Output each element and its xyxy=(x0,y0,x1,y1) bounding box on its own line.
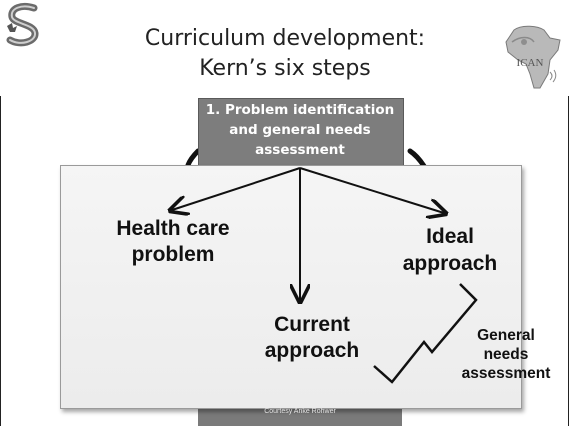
image-credit: Courtesy Anke Rohwer xyxy=(264,408,336,415)
general-line-3: assessment xyxy=(461,365,551,382)
ideal-line-2: approach xyxy=(402,252,498,275)
node-current-approach: Current approach xyxy=(252,312,372,364)
current-line-1: Current xyxy=(274,313,350,336)
needs-gap-bracket xyxy=(373,283,478,384)
slide-title: Curriculum development: Kern’s six steps xyxy=(120,24,450,84)
title-line-2: Kern’s six steps xyxy=(199,56,371,81)
frame-right-border xyxy=(568,96,569,426)
step-1-line-1: 1. Problem identification xyxy=(205,102,395,118)
general-line-2: needs xyxy=(483,346,529,363)
health-line-1: Health care xyxy=(116,217,230,240)
frame-left-border xyxy=(0,96,1,426)
node-health-care-problem: Health care problem xyxy=(100,216,246,268)
node-ideal-approach: Ideal approach xyxy=(390,223,510,277)
step-1-box xyxy=(198,98,404,168)
ican-logo: ICAN xyxy=(505,25,561,89)
step-1-label: 1. Problem identification and general ne… xyxy=(198,100,402,160)
node-general-needs-assessment: General needs assessment xyxy=(448,326,564,383)
ideal-line-1: Ideal xyxy=(426,225,474,248)
arrow-to-health-care-problem xyxy=(172,167,301,210)
university-logo xyxy=(4,2,44,48)
step-1-line-2: and general needs xyxy=(229,122,371,138)
ican-logo-text: ICAN xyxy=(517,57,544,69)
title-line-1: Curriculum development: xyxy=(144,26,426,51)
general-line-1: General xyxy=(477,327,535,344)
step-1-line-3: assessment xyxy=(255,142,345,158)
health-line-2: problem xyxy=(131,243,215,266)
arrow-to-ideal-approach xyxy=(299,167,444,213)
current-line-2: approach xyxy=(264,339,360,362)
bottom-step-box xyxy=(198,405,402,426)
